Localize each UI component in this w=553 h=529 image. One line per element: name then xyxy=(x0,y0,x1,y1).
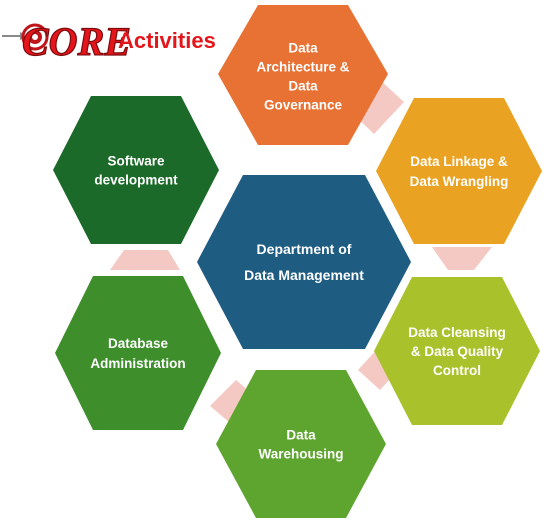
hex-label-line: Data Management xyxy=(244,267,364,283)
hex-label-line: Software xyxy=(107,154,165,169)
hex-label-line: Governance xyxy=(264,98,343,113)
connector-architecture-linkage xyxy=(350,80,404,134)
dart-logo-icon xyxy=(2,23,49,51)
core-logo-text: CORE xyxy=(22,19,131,64)
hex-label-data-linkage: Data Linkage & Data Wrangling xyxy=(410,154,509,189)
hex-label-line: Department of xyxy=(257,241,352,257)
hex-data-linkage: Data Linkage & Data Wrangling xyxy=(376,98,542,244)
hex-label-line: development xyxy=(94,173,178,188)
title-area: CORE Activities xyxy=(2,18,216,65)
connector-admin-software xyxy=(110,250,180,270)
hex-label-line: & Data Quality xyxy=(411,344,504,359)
connector-linkage-cleansing xyxy=(432,247,492,270)
hex-label-line: Data Cleansing xyxy=(408,325,506,340)
hex-label-software-development: Software development xyxy=(94,154,178,188)
hex-software-development: Software development xyxy=(53,96,219,244)
hex-label-line: Administration xyxy=(90,356,185,371)
hex-label-line: Database xyxy=(108,336,169,351)
hex-label-line: Data xyxy=(288,79,318,94)
hex-label-line: Architecture & xyxy=(256,60,349,75)
hex-center-department: Department of Data Management xyxy=(197,175,411,349)
hex-label-line: Data xyxy=(288,41,318,56)
hex-label-center: Department of Data Management xyxy=(244,241,364,283)
hex-label-line: Control xyxy=(433,363,481,378)
hex-label-line: Warehousing xyxy=(258,447,343,462)
hex-label-line: Data Wrangling xyxy=(410,174,509,189)
hex-label-line: Data xyxy=(286,428,316,443)
hex-label-line: Data Linkage & xyxy=(410,154,508,169)
activities-title: Activities xyxy=(118,28,216,53)
